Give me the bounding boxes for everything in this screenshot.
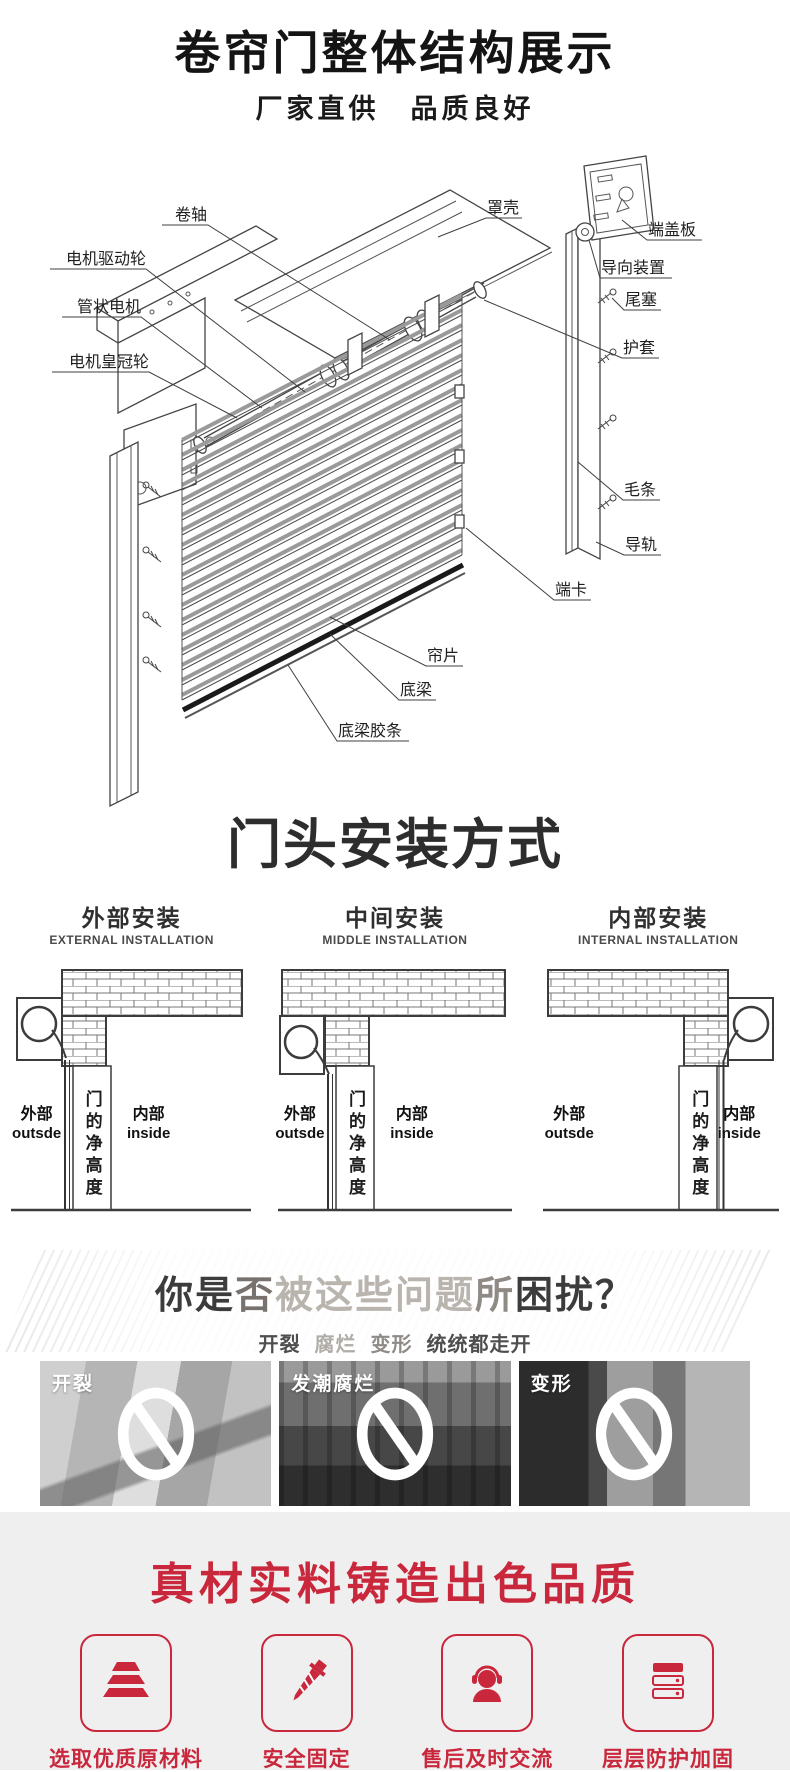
internal-installation-diagram	[543, 969, 780, 1212]
motor-bracket-shape	[95, 225, 279, 511]
inside-label: 内部 inside	[390, 1106, 434, 1142]
left-guide-rail-shape	[109, 440, 162, 808]
problem-photos: 开裂 发潮腐烂 变形	[0, 1361, 790, 1506]
installation-method-external: 外部安装 EXTERNAL INSTALLATION	[0, 880, 263, 1228]
diagram-label-bottom-beam-rubber: 底梁胶条	[338, 722, 402, 740]
outside-label: 外部 outsde	[12, 1106, 62, 1142]
prohibition-icon	[519, 1361, 750, 1506]
installation-section-title: 门头安装方式	[227, 815, 563, 875]
problem-photo-damp-rot: 发潮腐烂	[279, 1361, 511, 1506]
prohibition-icon	[279, 1361, 510, 1506]
door-height-label: 门的净高度	[345, 1090, 365, 1200]
feature-material: 选取优质原材料	[46, 1634, 206, 1772]
external-installation-diagram	[10, 969, 251, 1212]
feature-fixing: 安全固定	[227, 1634, 387, 1772]
problem-photo-crack: 开裂	[40, 1361, 272, 1506]
installation-method-middle: 中间安装 MIDDLE INSTALLATION	[263, 880, 526, 1228]
installation-method-internal: 内部安装 INTERNAL INSTALLATION	[527, 880, 790, 1228]
feature-protection: 层层防护加固	[588, 1634, 748, 1772]
feature-icon-box	[441, 1634, 534, 1732]
method-name: 中间安装	[344, 905, 445, 931]
cover-shell-shape	[233, 189, 553, 363]
prohibition-icon	[40, 1361, 271, 1506]
diagram-label-roll-axis: 卷轴	[175, 206, 207, 224]
page-title: 卷帘门整体结构展示	[174, 27, 616, 79]
feature-label: 安全固定	[262, 1748, 351, 1771]
diagram-label-guide-rail: 导轨	[625, 536, 657, 554]
photo-label: 发潮腐烂	[291, 1374, 376, 1395]
diagram-label-motor-drive-wheel: 电机驱动轮	[66, 250, 146, 268]
page-subtitle: 厂家直供 品质良好	[255, 94, 535, 124]
problems-title: 你是否被这些问题所困扰？	[154, 1275, 636, 1317]
feature-icon-box	[621, 1634, 714, 1732]
feature-label: 选取优质原材料	[49, 1748, 203, 1771]
method-name-en: EXTERNAL INSTALLATION	[49, 933, 214, 947]
installation-methods: 外部安装 EXTERNAL INSTALLATION	[0, 880, 790, 1228]
curtain-shape	[181, 293, 466, 719]
diagram-label-tail-plug: 尾塞	[625, 291, 657, 309]
feature-after-sales: 售后及时交流	[407, 1634, 567, 1772]
method-name-en: MIDDLE INSTALLATION	[322, 933, 468, 947]
feature-label: 层层防护加固	[601, 1748, 734, 1771]
outside-label: 外部 outsde	[544, 1106, 594, 1142]
diagram-label-end-cover-plate: 端盖板	[648, 221, 696, 239]
outside-label: 外部 outsde	[275, 1106, 325, 1142]
screw-icon	[293, 1659, 327, 1701]
problems-banner: 你是否被这些问题所困扰？ 开裂腐烂变形统统都走开	[0, 1250, 790, 1356]
quality-section: 真材实料铸造出色品质 选取优质原材料	[0, 1512, 790, 1772]
door-height-label: 门的净高度	[689, 1090, 709, 1200]
hatched-ribbon-background	[0, 1250, 771, 1352]
inside-label: 内部 inside	[126, 1106, 171, 1142]
photo-label: 开裂	[52, 1374, 95, 1395]
leader-lines	[50, 217, 702, 742]
quality-features: 选取优质原材料 安全固定	[0, 1634, 790, 1772]
method-name-en: INTERNAL INSTALLATION	[577, 933, 739, 947]
diagram-label-brush-strip: 毛条	[624, 481, 656, 499]
diagram-label-motor-crown-wheel: 电机皇冠轮	[69, 353, 149, 371]
quality-title: 真材实料铸造出色品质	[150, 1560, 640, 1609]
feature-icon-box	[80, 1634, 172, 1732]
diagram-label-cover-shell: 罩壳	[487, 199, 519, 217]
problem-photo-deform: 变形	[518, 1361, 750, 1506]
end-cover-plate-shape	[575, 155, 655, 242]
diagram-label-tubular-motor: 管状电机	[77, 298, 141, 316]
diagram-label-sheath: 护套	[623, 339, 655, 357]
shield-layers-icon	[651, 1663, 684, 1699]
structure-diagram: 卷轴 电机驱动轮 管状电机 电机皇冠轮 罩壳 端盖板 导向装置 尾塞 护套 毛条…	[0, 140, 790, 810]
photo-label: 变形	[530, 1374, 573, 1395]
structure-diagram-drawing: 卷轴 电机驱动轮 管状电机 电机皇冠轮 罩壳 端盖板 导向装置 尾塞 护套 毛条…	[50, 155, 702, 808]
problems-subtitle: 开裂腐烂变形统统都走开	[258, 1334, 532, 1356]
header: 卷帘门整体结构展示 厂家直供 品质良好	[0, 0, 790, 140]
method-name: 内部安装	[608, 905, 709, 931]
feature-label: 售后及时交流	[421, 1748, 554, 1771]
diagram-label-end-clip: 端卡	[555, 581, 587, 599]
diagram-label-curtain-slat: 帘片	[427, 647, 459, 665]
door-height-label: 门的净高度	[82, 1090, 102, 1200]
inside-label: 内部 inside	[717, 1106, 761, 1142]
diagram-label-bottom-beam: 底梁	[400, 681, 432, 699]
diagram-label-guide-device: 导向装置	[601, 259, 665, 277]
method-name: 外部安装	[81, 905, 182, 931]
slat-stack-icon	[103, 1662, 149, 1697]
middle-installation-diagram	[277, 969, 512, 1212]
feature-icon-box	[260, 1634, 353, 1732]
customer-service-icon	[472, 1665, 503, 1702]
